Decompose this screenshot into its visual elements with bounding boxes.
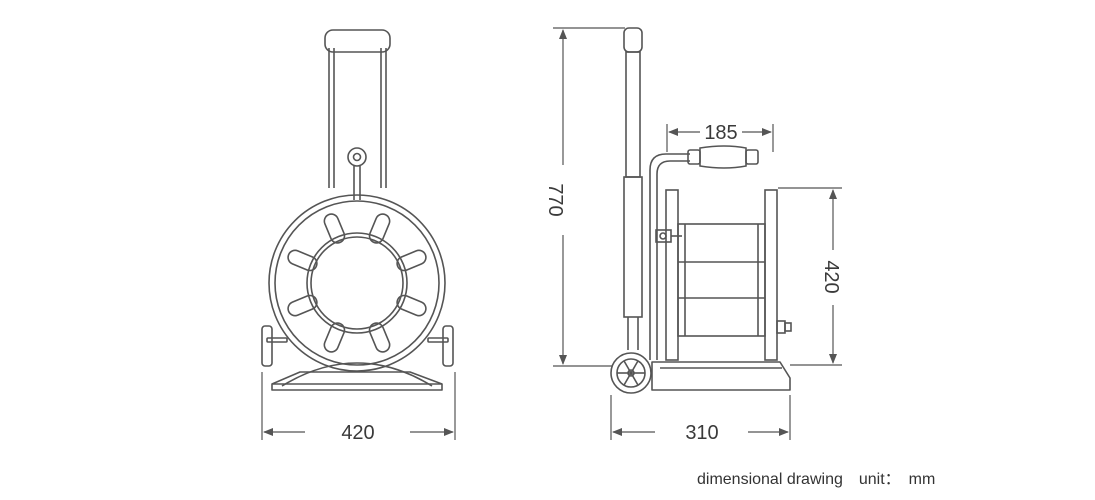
front-base	[271, 362, 443, 391]
wheel-spoke	[623, 372, 632, 386]
reel-slot	[287, 249, 318, 272]
caption-title: dimensional drawing	[697, 471, 843, 488]
side-reel	[665, 189, 792, 361]
side-crank-handle	[687, 145, 759, 169]
reel-slot	[323, 213, 346, 244]
wheel-spoke	[630, 360, 639, 374]
handle-width-label: 185	[704, 122, 737, 144]
wheel-spoke	[630, 372, 639, 386]
reel-slot	[368, 322, 391, 353]
caption-unit-label: unit：	[858, 471, 901, 488]
reel-diameter-label: 420	[820, 260, 842, 293]
side-handle	[623, 27, 643, 350]
reel-slot	[323, 322, 346, 353]
front-reel	[268, 194, 446, 372]
wheel-spoke	[623, 360, 632, 374]
side-height-dimension	[553, 27, 625, 367]
drawing-caption: dimensional drawing unit： mm	[697, 465, 935, 489]
reel-slot	[396, 249, 427, 272]
side-depth-label: 310	[685, 422, 718, 444]
front-width-dimension	[261, 372, 456, 440]
side-height-label: 770	[544, 183, 566, 216]
side-view	[610, 27, 792, 394]
front-wheel-right	[427, 325, 454, 367]
reel-slot	[396, 294, 427, 317]
side-wheel	[610, 352, 652, 394]
reel-slot	[287, 294, 318, 317]
front-hook	[347, 147, 367, 200]
side-depth-dimension	[610, 395, 791, 440]
front-width-label: 420	[341, 422, 374, 444]
handle-width-dimension	[666, 124, 774, 152]
reel-diameter-dimension	[778, 187, 842, 366]
side-base	[651, 361, 791, 391]
front-view	[261, 29, 454, 391]
front-wheel-left	[261, 325, 288, 367]
side-frame	[649, 153, 690, 360]
caption-unit: mm	[908, 471, 936, 488]
front-handle	[324, 29, 391, 188]
reel-slot	[368, 213, 391, 244]
